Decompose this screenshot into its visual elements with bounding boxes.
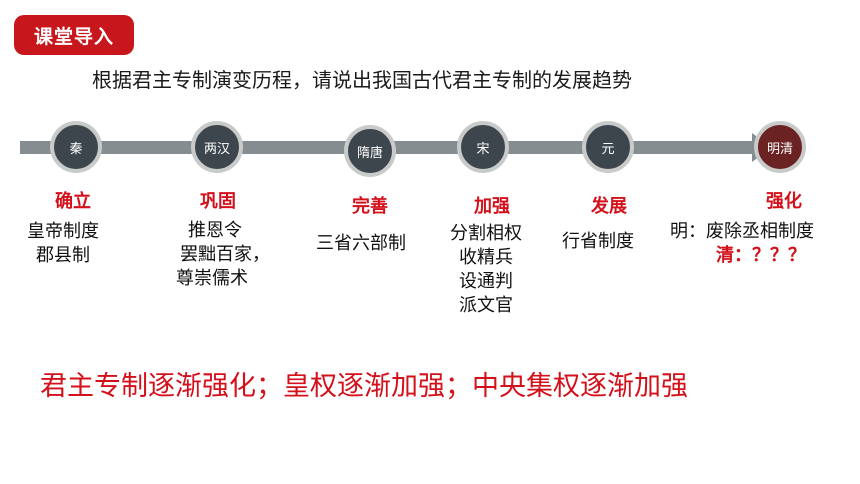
timeline-node-han: 两汉: [191, 121, 243, 173]
details-mingqing: 明：废除丞相制度 清：？？？: [670, 220, 814, 268]
detail-item-qing: 清：？？？: [716, 245, 806, 266]
timeline-node-mingqing: 明清: [754, 121, 806, 173]
detail-item: 明：废除丞相制度: [670, 221, 814, 242]
detail-item: 三省六部制: [316, 233, 406, 254]
timeline-node-suitang: 隋唐: [344, 125, 396, 177]
stage-label-song: 加强: [474, 196, 510, 217]
timeline-node-yuan: 元: [582, 121, 634, 173]
detail-item: 皇帝制度: [27, 221, 99, 242]
stage-label-suitang: 完善: [352, 196, 388, 217]
timeline-node-qin: 秦: [50, 121, 102, 173]
detail-item: 郡县制: [36, 245, 90, 266]
stage-label-yuan: 发展: [591, 196, 627, 217]
details-suitang: 三省六部制: [316, 232, 406, 256]
detail-item: 分割相权: [450, 223, 522, 244]
timeline-node-song: 宋: [457, 121, 509, 173]
details-song: 分割相权 收精兵 设通判 派文官: [450, 222, 522, 318]
details-han: 推恩令 罢黜百家， 尊崇儒术: [166, 219, 270, 291]
question-text: 根据君主专制演变历程，请说出我国古代君主专制的发展趋势: [92, 68, 632, 92]
stage-label-qin: 确立: [55, 191, 91, 212]
detail-item: 行省制度: [562, 231, 634, 252]
details-yuan: 行省制度: [562, 230, 634, 254]
conclusion-text: 君主专制逐渐强化；皇权逐渐加强；中央集权逐渐加强: [40, 371, 688, 402]
details-qin: 皇帝制度 郡县制: [27, 220, 99, 268]
detail-item: 收精兵: [459, 247, 513, 268]
timeline-line: [20, 133, 772, 162]
stage-label-mingqing: 强化: [766, 191, 802, 212]
detail-item: 尊崇儒术: [176, 268, 248, 289]
stage-label-han: 巩固: [200, 191, 236, 212]
detail-item: 派文官: [459, 295, 513, 316]
detail-item: 推恩令: [188, 220, 242, 241]
section-badge: 课堂导入: [14, 15, 134, 55]
detail-item: 设通判: [459, 271, 513, 292]
detail-item: 罢黜百家，: [180, 244, 270, 265]
